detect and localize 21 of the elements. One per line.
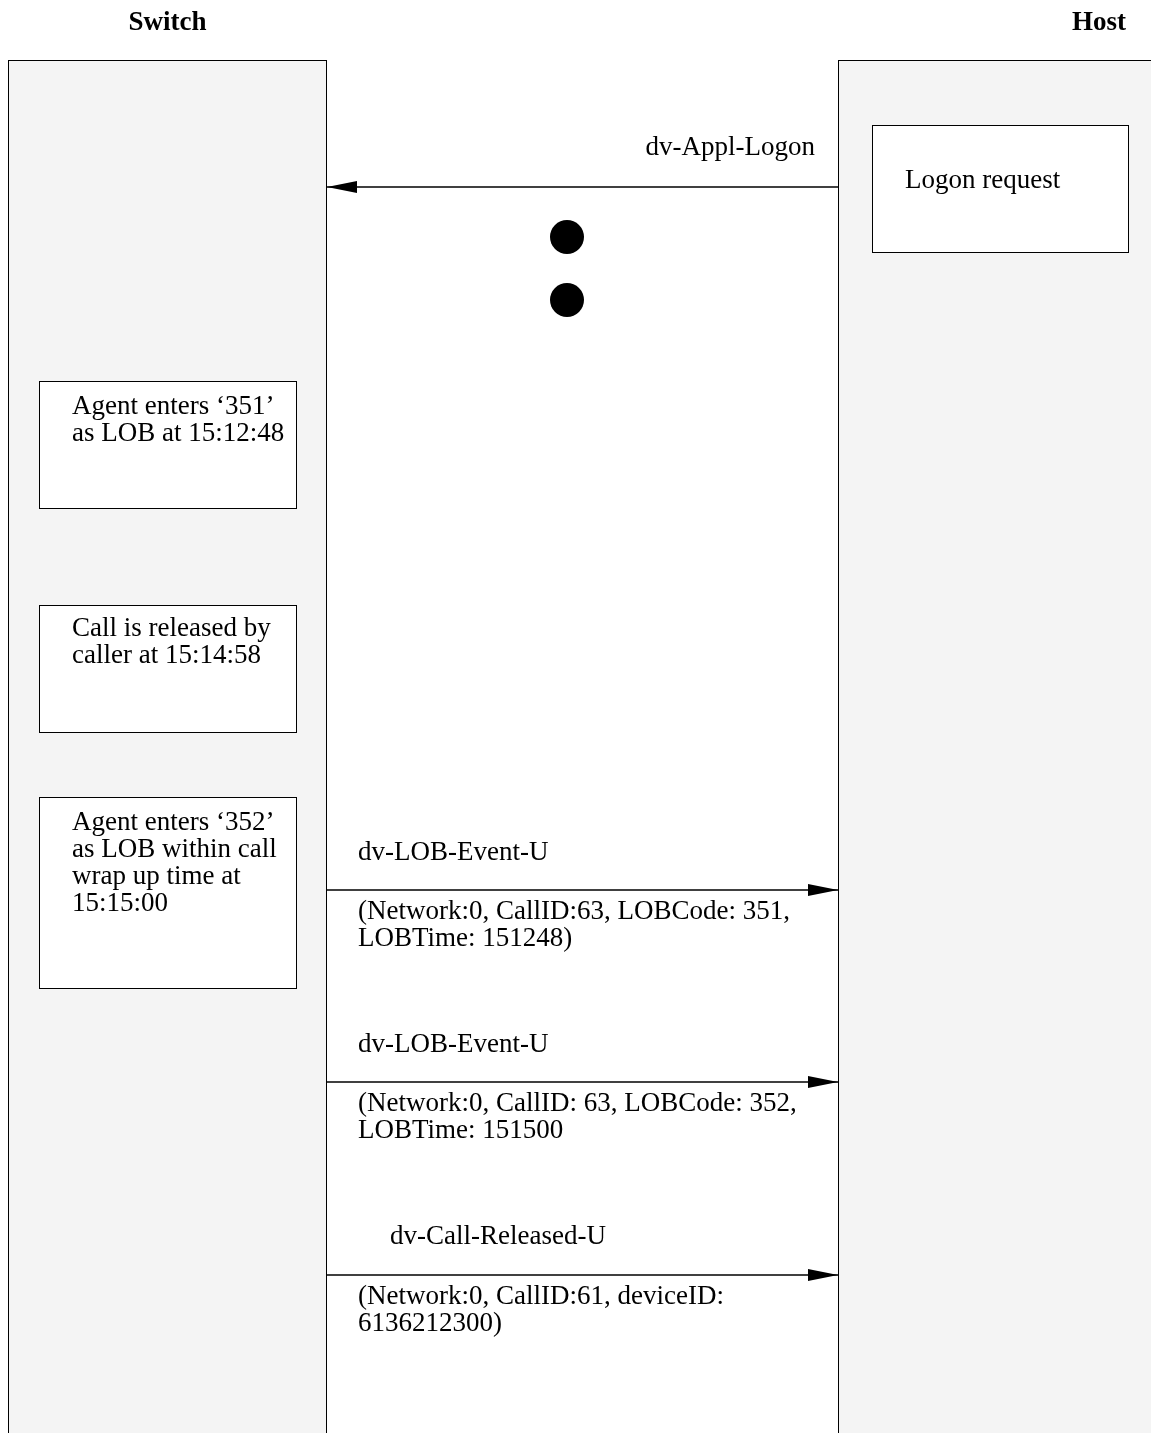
edge-label: dv-LOB-Event-U: [358, 1030, 549, 1057]
note-text: Agent enters ‘352’ as LOB within call wrap up time at 15:15:00: [72, 808, 278, 916]
message-parameters: (Network:0, CallID:61, deviceID: 6136212300): [358, 1282, 725, 1336]
message-arrow: [326, 884, 839, 896]
note-text: Agent enters ‘351’ as LOB at 15:12:48: [72, 392, 286, 446]
message-parameters: (Network:0, CallID:63, LOBCode: 351, LOBTime: 151248): [358, 897, 791, 951]
edge-label: dv-Call-Released-U: [390, 1222, 606, 1249]
note-text: Call is released by caller at 15:14:58: [72, 614, 272, 668]
edge-label: dv-LOB-Event-U: [358, 838, 549, 865]
note-box: [39, 381, 297, 509]
message-parameters: (Network:0, CallID: 63, LOBCode: 352, LOBTime: 151500: [358, 1089, 798, 1143]
edge-label: dv-Appl-Logon: [644, 133, 815, 160]
lifeline-heading: Host: [1071, 6, 1127, 37]
note-text: Logon request: [905, 166, 1062, 193]
note-box: [39, 605, 297, 733]
note-box: [872, 125, 1129, 253]
lifeline-heading: Switch: [127, 6, 208, 37]
message-arrow: [326, 1269, 839, 1281]
message-arrow: [326, 181, 839, 193]
note-box: [39, 797, 297, 989]
message-arrow: [326, 1076, 839, 1088]
